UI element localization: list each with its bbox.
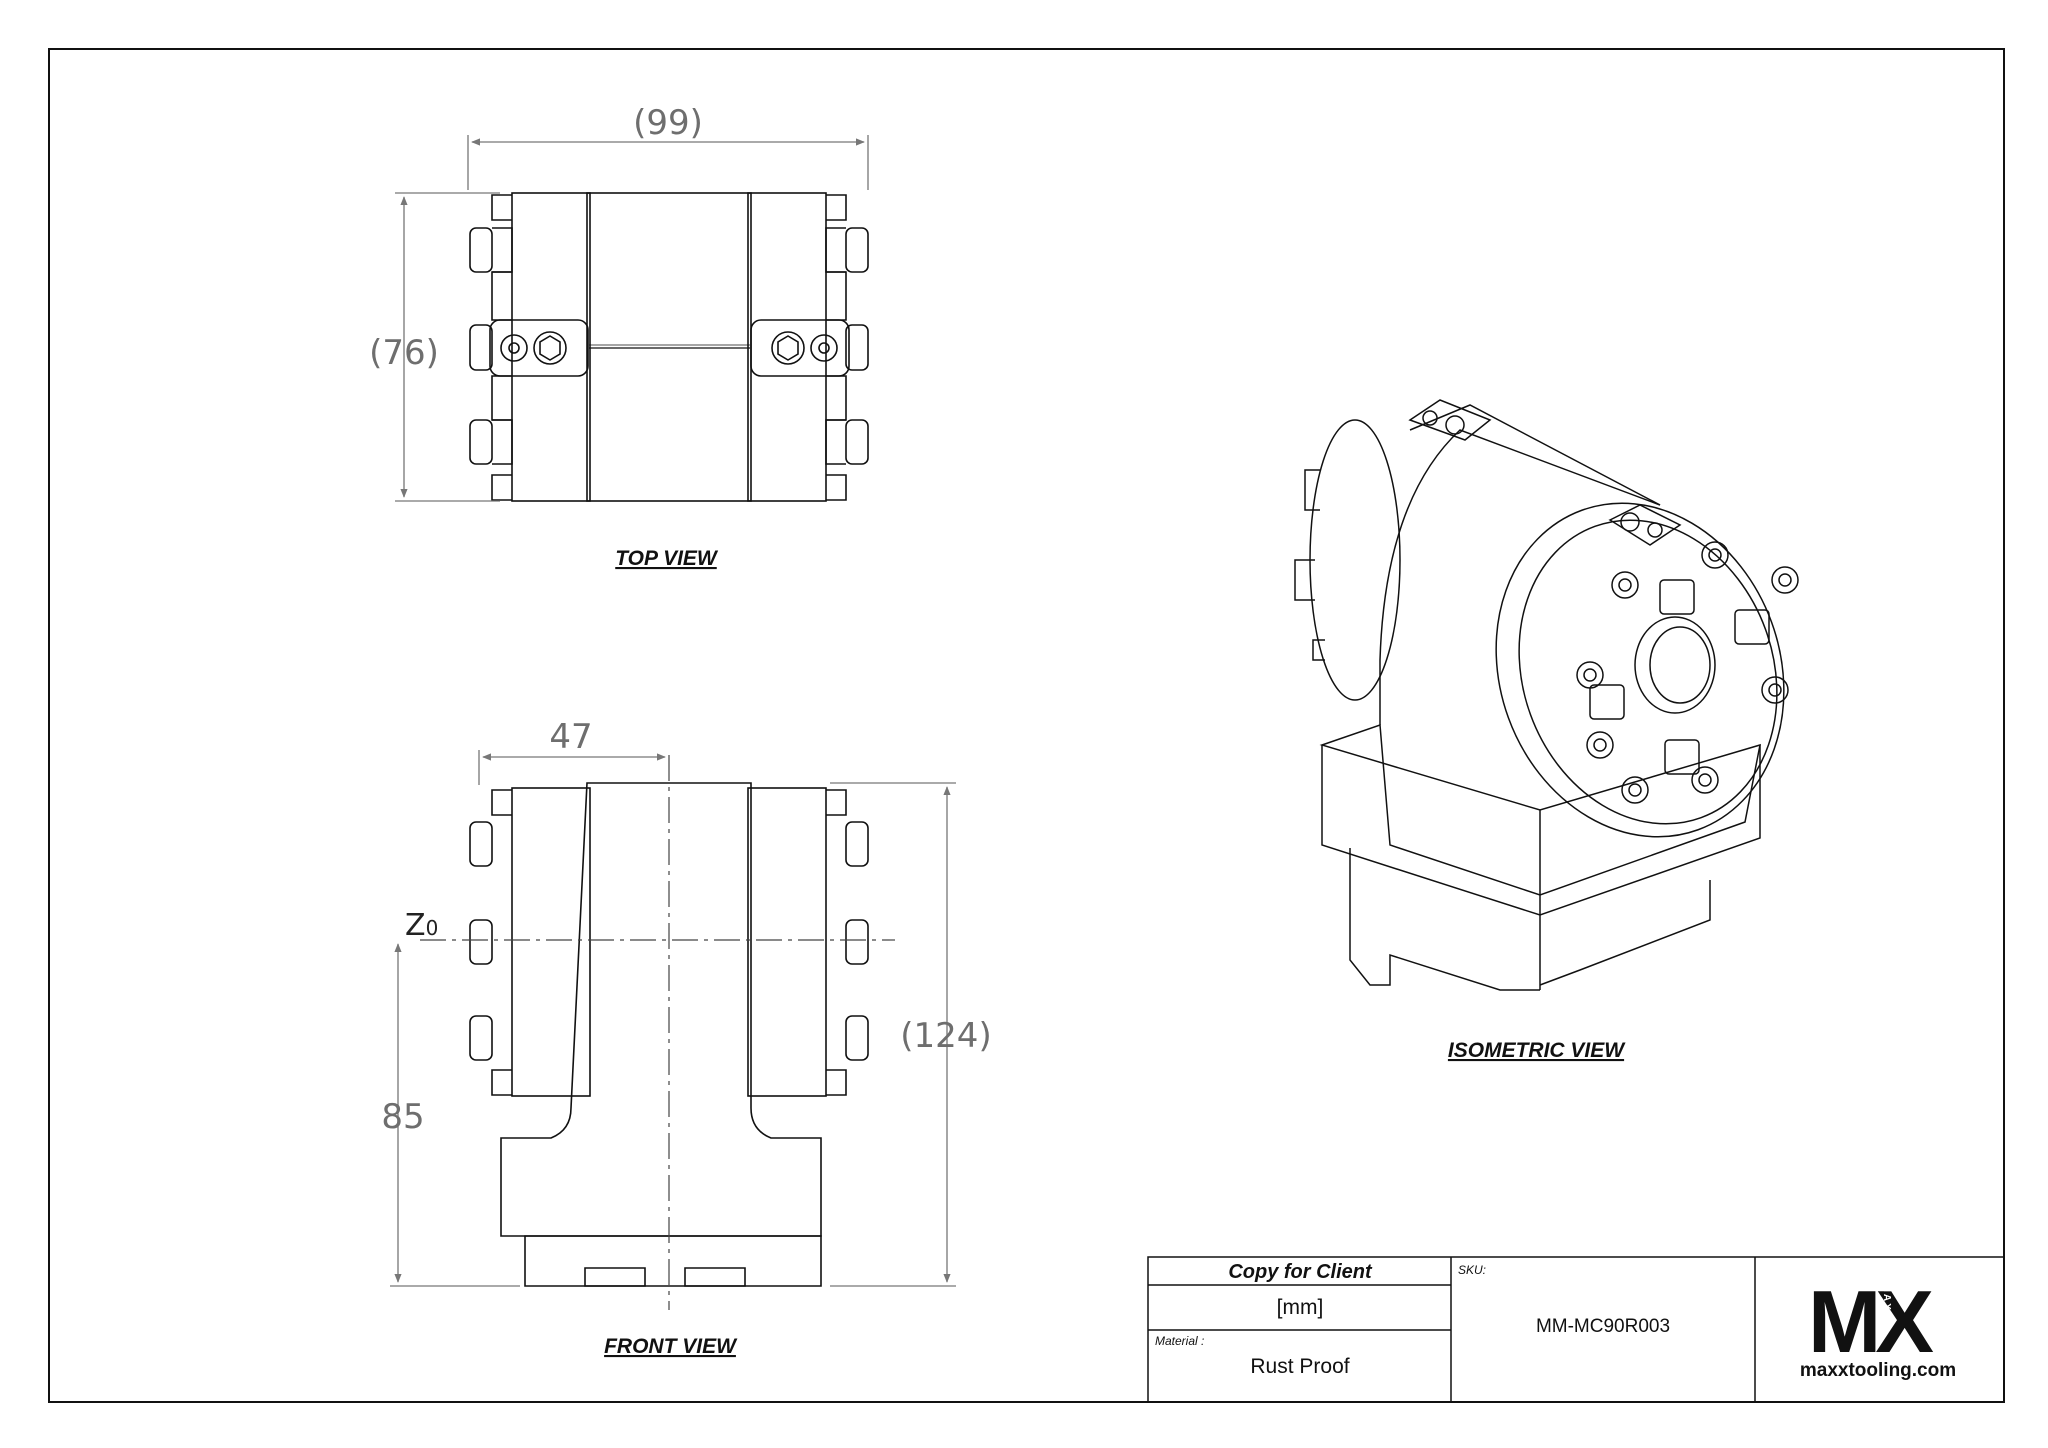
material-value: Rust Proof xyxy=(1250,1355,1349,1378)
isometric-view-label: ISOMETRIC VIEW xyxy=(1448,1039,1626,1062)
dim-top-width: (99) xyxy=(633,103,703,143)
top-view-label: TOP VIEW xyxy=(615,547,719,570)
copy-for-client-note: Copy for Client xyxy=(1228,1261,1373,1283)
datum-z-subscript: 0 xyxy=(426,916,439,940)
isometric-view-drawing xyxy=(1294,399,1799,991)
dim-front-height: (124) xyxy=(900,1016,991,1056)
units-note: [mm] xyxy=(1277,1296,1324,1319)
maxx-logo-mark: MX xyxy=(1808,1272,1933,1371)
dim-top-height: (76) xyxy=(369,333,439,373)
maxx-logo-small: MAXX xyxy=(1881,1284,1892,1321)
front-view-dimensions xyxy=(390,750,956,1287)
front-view-label: FRONT VIEW xyxy=(604,1335,738,1358)
sku-value: MM-MC90R003 xyxy=(1536,1316,1670,1337)
datum-z0-label: Z0 xyxy=(405,908,438,943)
front-view-centerlines xyxy=(420,755,895,1310)
top-view-drawing xyxy=(469,192,869,502)
dim-front-lower: 85 xyxy=(381,1097,424,1137)
material-label: Material : xyxy=(1155,1334,1204,1348)
title-block xyxy=(1147,1256,2005,1403)
website-text: maxxtooling.com xyxy=(1800,1360,1956,1381)
datum-z-letter: Z xyxy=(405,908,426,943)
top-view-dimensions xyxy=(395,135,869,502)
dim-front-offset: 47 xyxy=(549,717,592,757)
sheet-border xyxy=(48,48,2005,1403)
front-view-drawing xyxy=(469,782,869,1287)
sku-label: SKU: xyxy=(1458,1263,1486,1277)
